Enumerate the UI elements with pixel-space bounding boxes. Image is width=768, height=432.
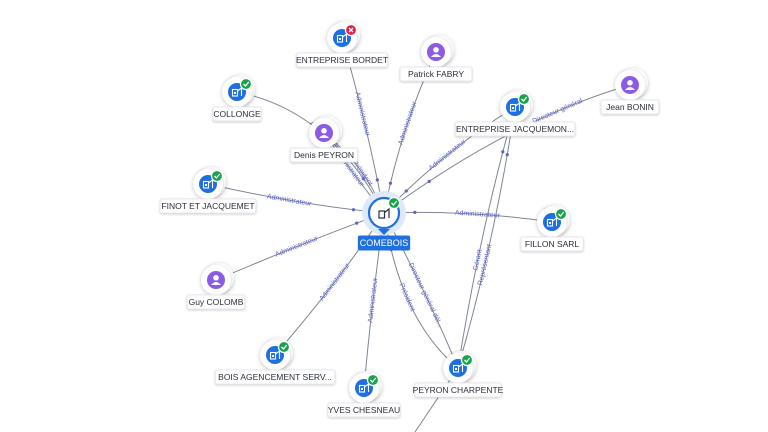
- edge-line: [457, 106, 516, 369]
- center-label-box: [357, 235, 411, 251]
- node-dpeyron[interactable]: Denis PEYRON: [289, 116, 359, 163]
- edge-label: Administrateur: [353, 91, 371, 137]
- node-label-box: [214, 369, 336, 385]
- edge-arrow: [501, 150, 505, 154]
- check-icon: [387, 196, 401, 210]
- edge-arrow: [427, 179, 431, 183]
- node-chesneau[interactable]: YVES CHESNEAU: [327, 371, 401, 418]
- building-icon: [378, 207, 390, 219]
- node-label: Patrick FABRY: [408, 69, 464, 79]
- edge-e13[interactable]: Gérant: [457, 106, 516, 369]
- edge-arrow: [404, 189, 408, 193]
- node-fabry[interactable]: Patrick FABRY: [399, 35, 473, 82]
- node-label-box: [212, 106, 262, 122]
- edge-label: Administrateur: [398, 100, 419, 146]
- node-label-box: [414, 382, 502, 398]
- node-fillon[interactable]: FILLON SARL: [520, 205, 584, 252]
- node-label: Guy COLOMB: [189, 297, 244, 307]
- node-jacquemon[interactable]: ENTREPRISE JACQUEMON...: [454, 90, 576, 137]
- edge-label: Administrateur: [274, 235, 319, 259]
- node-label: Jean BONIN: [606, 102, 654, 112]
- node-charpente[interactable]: PEYRON CHARPENTE: [413, 351, 504, 398]
- node-colomb[interactable]: Guy COLOMB: [186, 263, 246, 310]
- edge-arrow: [361, 177, 365, 181]
- node-bordet[interactable]: ENTREPRISE BORDET: [296, 21, 388, 68]
- edge-label: Gérant: [472, 249, 483, 271]
- check-icon: [210, 169, 224, 183]
- edge-arrow: [505, 153, 509, 157]
- check-icon: [239, 77, 253, 91]
- node-label: Denis PEYRON: [294, 150, 354, 160]
- node-label-box: [600, 99, 660, 115]
- node-label: ENTREPRISE JACQUEMON...: [456, 124, 574, 134]
- person-icon: [431, 47, 441, 57]
- node-label: FILLON SARL: [525, 239, 580, 249]
- node-bonin[interactable]: Jean BONIN: [600, 68, 660, 115]
- node-label-box: [289, 147, 359, 163]
- edge-label: Administrateur: [367, 277, 379, 323]
- check-icon: [460, 353, 474, 367]
- node-label: PEYRON CHARPENTE: [413, 385, 504, 395]
- node-label-box: [159, 198, 257, 214]
- check-icon: [277, 340, 291, 354]
- edge-line: [383, 212, 459, 369]
- edge-label: Administrateur: [455, 210, 501, 220]
- person-icon: [319, 128, 329, 138]
- check-icon: [366, 373, 380, 387]
- node-comebois[interactable]: COMEBOIS: [357, 191, 411, 251]
- node-collonge[interactable]: COLLONGE: [212, 75, 262, 122]
- edge-label: Président: [398, 283, 416, 313]
- edge-label: Administrateur: [428, 138, 468, 172]
- edge-arrow: [413, 210, 417, 215]
- node-bois[interactable]: BOIS AGENCEMENT SERV...: [214, 338, 336, 385]
- node-label-box: [327, 402, 401, 418]
- nodes-layer: ENTREPRISE BORDET Patrick FABRY COLLONGE EN…: [159, 21, 660, 418]
- edge-arrow: [355, 221, 359, 225]
- check-icon: [517, 92, 531, 106]
- edge-label: Directeur général dél...: [407, 262, 444, 329]
- center-label: COMEBOIS: [360, 238, 409, 248]
- cross-icon: [344, 23, 358, 37]
- edge-arrow: [375, 178, 379, 182]
- node-finot[interactable]: FINOT ET JACQUEMET: [159, 167, 257, 214]
- node-label: ENTREPRISE BORDET: [296, 55, 388, 65]
- check-icon: [554, 207, 568, 221]
- center-pointer: [378, 229, 390, 235]
- node-label: YVES CHESNEAU: [328, 405, 400, 415]
- edge-arrow: [388, 181, 393, 185]
- node-label-box: [399, 66, 473, 82]
- person-icon: [211, 275, 221, 285]
- edge-label: Administrateur: [319, 262, 352, 303]
- edge-line: [457, 106, 516, 369]
- edge-e10[interactable]: Administrateur: [274, 212, 385, 356]
- node-label-box: [296, 52, 388, 68]
- node-label-box: [454, 121, 576, 137]
- edge-arrow: [351, 208, 356, 212]
- edge-label: Administrateur: [266, 193, 312, 208]
- node-label: BOIS AGENCEMENT SERV...: [218, 372, 332, 382]
- edge-label: Directeur général: [532, 98, 584, 126]
- node-label-box: [520, 236, 584, 252]
- node-label-box: [186, 294, 246, 310]
- edge-e8[interactable]: Administrateur: [383, 210, 553, 223]
- person-icon: [625, 80, 635, 90]
- node-label: FINOT ET JACQUEMET: [161, 201, 254, 211]
- node-label: COLLONGE: [213, 109, 261, 119]
